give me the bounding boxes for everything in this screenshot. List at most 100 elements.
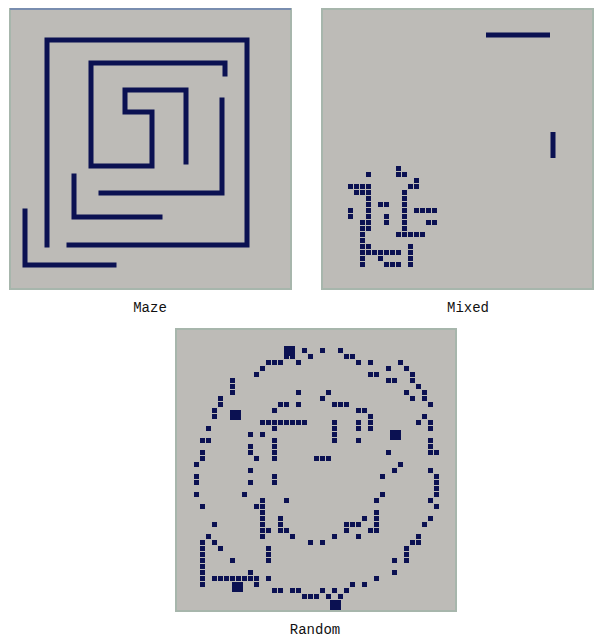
- obstacle-cell: [266, 576, 271, 581]
- panel-caption: Maze: [133, 300, 167, 316]
- obstacle-cell: [366, 190, 371, 195]
- obstacle-cell: [402, 196, 407, 201]
- obstacle-cell: [372, 250, 377, 255]
- obstacle-cell: [278, 360, 283, 365]
- obstacle-cell: [374, 576, 379, 581]
- obstacle-cell: [368, 360, 373, 365]
- obstacle-cell: [378, 202, 383, 207]
- obstacle-cell: [338, 402, 343, 407]
- obstacle-cell: [302, 420, 307, 425]
- obstacle-cell: [368, 372, 373, 377]
- obstacle-cell: [332, 402, 337, 407]
- obstacle-cell: [212, 540, 217, 545]
- obstacle-cell: [404, 390, 409, 395]
- obstacle-cell: [362, 582, 367, 587]
- obstacle-cell: [332, 432, 337, 437]
- obstacle-cell: [384, 214, 389, 219]
- obstacle-cell: [266, 528, 271, 533]
- obstacle-cell: [368, 414, 373, 419]
- obstacle-cell: [332, 420, 337, 425]
- obstacle-cell: [378, 250, 383, 255]
- obstacle-cell: [266, 552, 271, 557]
- obstacle-cell: [416, 420, 421, 425]
- obstacle-cell: [272, 426, 277, 431]
- obstacle-cell: [260, 498, 265, 503]
- obstacle-cell: [278, 528, 283, 533]
- obstacle-cell: [362, 516, 367, 521]
- obstacle-cell: [378, 202, 383, 207]
- obstacle-cell: [392, 378, 397, 383]
- obstacle-cell: [434, 450, 439, 455]
- obstacle-cell: [332, 438, 337, 443]
- obstacle-cell: [320, 588, 325, 593]
- panel-caption: Mixed: [447, 300, 489, 316]
- obstacle-cell: [402, 172, 407, 177]
- obstacle-cell: [408, 250, 413, 255]
- obstacle-cell: [414, 232, 419, 237]
- obstacle-cell: [260, 432, 265, 437]
- obstacle-cell: [248, 480, 253, 485]
- obstacle-cell: [434, 474, 439, 479]
- obstacle-cell: [248, 468, 253, 473]
- obstacle-cell: [248, 432, 253, 437]
- obstacle-cell: [200, 564, 205, 569]
- obstacle-cell: [410, 540, 415, 545]
- obstacle-cell: [408, 244, 413, 249]
- obstacle-cell: [366, 208, 371, 213]
- obstacle-cell: [350, 354, 355, 359]
- obstacle-cell: [378, 256, 383, 261]
- obstacle-cell: [414, 208, 419, 213]
- obstacle-cell: [200, 450, 205, 455]
- obstacle-cell: [308, 540, 313, 545]
- obstacle-cell: [414, 232, 419, 237]
- obstacle-cell: [326, 456, 331, 461]
- obstacle-block: [232, 582, 243, 592]
- obstacle-cell: [408, 232, 413, 237]
- obstacle-cell: [272, 360, 277, 365]
- obstacle-cell: [408, 244, 413, 249]
- obstacle-cell: [366, 190, 371, 195]
- obstacle-cell: [284, 402, 289, 407]
- obstacle-cell: [296, 402, 301, 407]
- obstacle-cell: [380, 492, 385, 497]
- obstacle-cell: [272, 480, 277, 485]
- obstacle-cell: [326, 390, 331, 395]
- mixed-panel: [322, 9, 593, 289]
- obstacle-cell: [368, 426, 373, 431]
- obstacle-cell: [366, 250, 371, 255]
- obstacle-cell: [360, 256, 365, 261]
- obstacle-cell: [236, 576, 241, 581]
- obstacle-cell: [326, 594, 331, 599]
- obstacle-cell: [260, 534, 265, 539]
- obstacle-cell: [414, 178, 419, 183]
- obstacle-cell: [366, 184, 371, 189]
- obstacle-cell: [320, 456, 325, 461]
- obstacle-cell: [360, 232, 365, 237]
- obstacle-cell: [366, 244, 371, 249]
- obstacle-cell: [366, 172, 371, 177]
- obstacle-cell: [320, 396, 325, 401]
- obstacle-cell: [396, 172, 401, 177]
- obstacle-cell: [384, 262, 389, 267]
- obstacle-cell: [398, 360, 403, 365]
- obstacle-cell: [402, 214, 407, 219]
- obstacle-cell: [354, 184, 359, 189]
- obstacle-cell: [360, 238, 365, 243]
- obstacle-cell: [278, 516, 283, 521]
- obstacle-cell: [378, 256, 383, 261]
- obstacle-cell: [200, 540, 205, 545]
- obstacle-cell: [428, 426, 433, 431]
- obstacle-cell: [248, 576, 253, 581]
- panel-edge: [10, 8, 291, 10]
- obstacle-cell: [434, 480, 439, 485]
- obstacle-cell: [392, 558, 397, 563]
- obstacle-cell: [266, 558, 271, 563]
- obstacle-cell: [212, 408, 217, 413]
- obstacle-cell: [338, 594, 343, 599]
- obstacle-cell: [422, 522, 427, 527]
- obstacle-cell: [344, 528, 349, 533]
- obstacle-cell: [366, 250, 371, 255]
- obstacle-cell: [320, 540, 325, 545]
- obstacle-cell: [354, 190, 359, 195]
